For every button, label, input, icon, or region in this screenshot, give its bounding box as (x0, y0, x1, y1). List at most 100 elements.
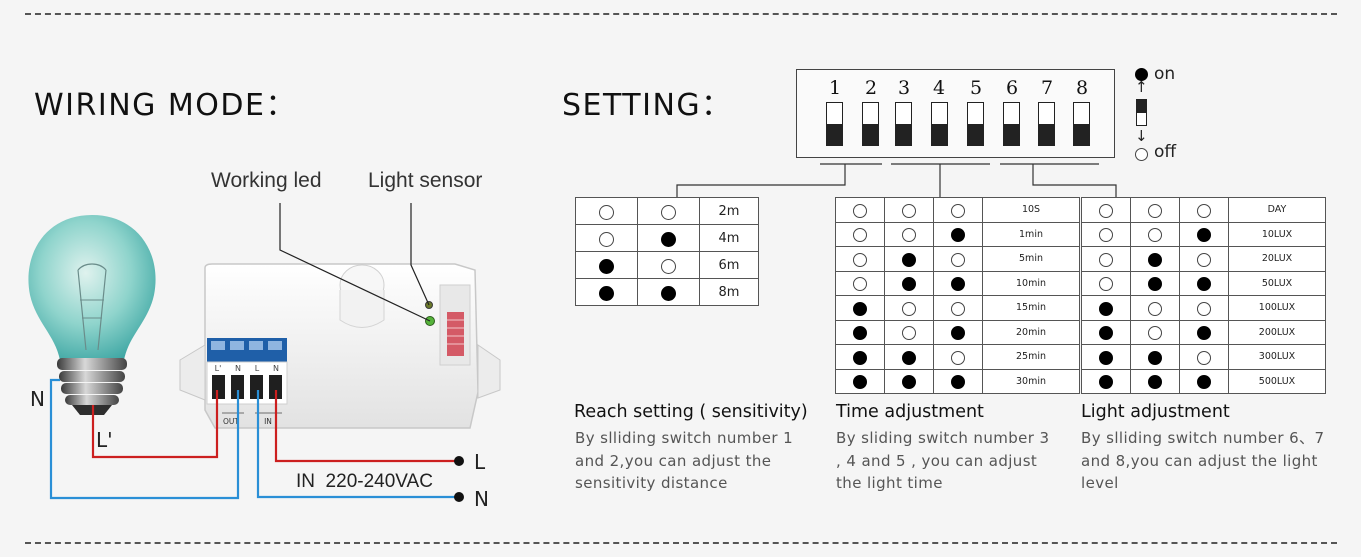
reach-switch-cell (575, 278, 638, 306)
reach-value: 4m (699, 224, 759, 252)
top-dashed-divider (25, 13, 1337, 15)
time-switch-cell (933, 270, 983, 296)
legend-up-arrow-icon: ↑ (1135, 78, 1148, 96)
switch-on-dot (902, 350, 916, 365)
switch-off-dot (1148, 326, 1162, 341)
time-row: 30min (835, 368, 1080, 394)
time-adjustment-title: Time adjustment (836, 402, 984, 422)
light-switch-cell (1130, 368, 1180, 394)
light-switch-cell (1130, 221, 1180, 247)
light-switch-cell (1081, 197, 1131, 223)
switch-on-dot (951, 228, 965, 243)
time-switch-cell (884, 197, 934, 223)
light-row: 10LUX (1081, 221, 1326, 247)
switch-on-dot (902, 252, 916, 267)
switch-off-dot (1197, 301, 1211, 316)
switch-off-dot (1197, 350, 1211, 365)
switch-off-dot (661, 258, 676, 274)
switch-on-dot (1099, 301, 1113, 316)
legend-off-label: off (1154, 142, 1177, 162)
switch-off-dot (902, 228, 916, 243)
light-value: 500LUX (1228, 368, 1326, 394)
time-switch-cell (835, 368, 885, 394)
time-value: 20min (982, 319, 1080, 345)
reach-switch-cell (637, 278, 700, 306)
lamp-l-label: L' (96, 428, 113, 452)
switch-on-dot (1148, 350, 1162, 365)
legend-off-dot (1135, 148, 1148, 161)
time-value: 10min (982, 270, 1080, 296)
time-switch-cell (933, 221, 983, 247)
switch-off-dot (853, 228, 867, 243)
reach-switch-cell (575, 224, 638, 252)
time-adjustment-description: By sliding switch number 3 , 4 and 5 , y… (836, 429, 1050, 492)
switch-off-dot (951, 350, 965, 365)
light-switch-cell (1179, 319, 1229, 345)
switch-on-dot (599, 258, 614, 274)
switch-legend: on ↑ ↓ off (1134, 64, 1194, 164)
light-row: DAY (1081, 197, 1326, 223)
dip-number-5: 5 (969, 77, 983, 99)
time-value: 25min (982, 344, 1080, 370)
reach-value: 2m (699, 197, 759, 225)
switch-off-dot (1148, 203, 1162, 218)
switch-on-dot (853, 350, 867, 365)
dip-switch-1 (826, 102, 843, 146)
time-row: 10S (835, 197, 1080, 223)
switch-off-dot (1099, 203, 1113, 218)
light-switch-cell (1081, 246, 1131, 272)
light-switch-cell (1081, 221, 1131, 247)
light-row: 20LUX (1081, 246, 1326, 272)
working-led-leader (279, 203, 431, 322)
time-switch-cell (933, 246, 983, 272)
time-switch-cell (884, 295, 934, 321)
dip-switch-8 (1073, 102, 1090, 146)
dip-number-4: 4 (932, 77, 946, 99)
time-switch-cell (884, 221, 934, 247)
reach-switch-cell (637, 197, 700, 225)
switch-on-dot (1099, 326, 1113, 341)
dip-switch-7 (1038, 102, 1055, 146)
time-value: 30min (982, 368, 1080, 394)
dip-number-7: 7 (1040, 77, 1054, 99)
reach-setting-title: Reach setting ( sensitivity) (574, 402, 808, 422)
light-switch-cell (1130, 319, 1180, 345)
reach-switch-cell (575, 197, 638, 225)
light-value: 200LUX (1228, 319, 1326, 345)
terminal-label-l-in: L (255, 364, 260, 373)
switch-on-dot (1197, 375, 1211, 390)
time-row: 5min (835, 246, 1080, 272)
light-switch-cell (1179, 344, 1229, 370)
time-row: 10min (835, 270, 1080, 296)
time-row: 1min (835, 221, 1080, 247)
supply-n-terminal (454, 492, 464, 502)
time-value: 10S (982, 197, 1080, 223)
light-value: 20LUX (1228, 246, 1326, 272)
time-switch-cell (835, 319, 885, 345)
light-switch-cell (1130, 295, 1180, 321)
light-row: 100LUX (1081, 295, 1326, 321)
time-switch-cell (884, 344, 934, 370)
reach-row: 6m (575, 251, 759, 279)
supply-l-terminal (454, 456, 464, 466)
switch-off-dot (951, 203, 965, 218)
light-value: 10LUX (1228, 221, 1326, 247)
light-switch-cell (1081, 295, 1131, 321)
switch-off-dot (853, 277, 867, 292)
reach-value: 8m (699, 278, 759, 306)
switch-off-dot (1099, 252, 1113, 267)
reach-switch-cell (637, 224, 700, 252)
switch-on-dot (1197, 228, 1211, 243)
time-switch-cell (933, 295, 983, 321)
time-switch-cell (835, 197, 885, 223)
switch-on-dot (1148, 252, 1162, 267)
switch-off-dot (1148, 228, 1162, 243)
time-value: 15min (982, 295, 1080, 321)
light-sensor-leader (410, 203, 430, 306)
light-row: 200LUX (1081, 319, 1326, 345)
terminal-label-n-out: N (235, 364, 241, 373)
dip-switch-2 (862, 102, 879, 146)
